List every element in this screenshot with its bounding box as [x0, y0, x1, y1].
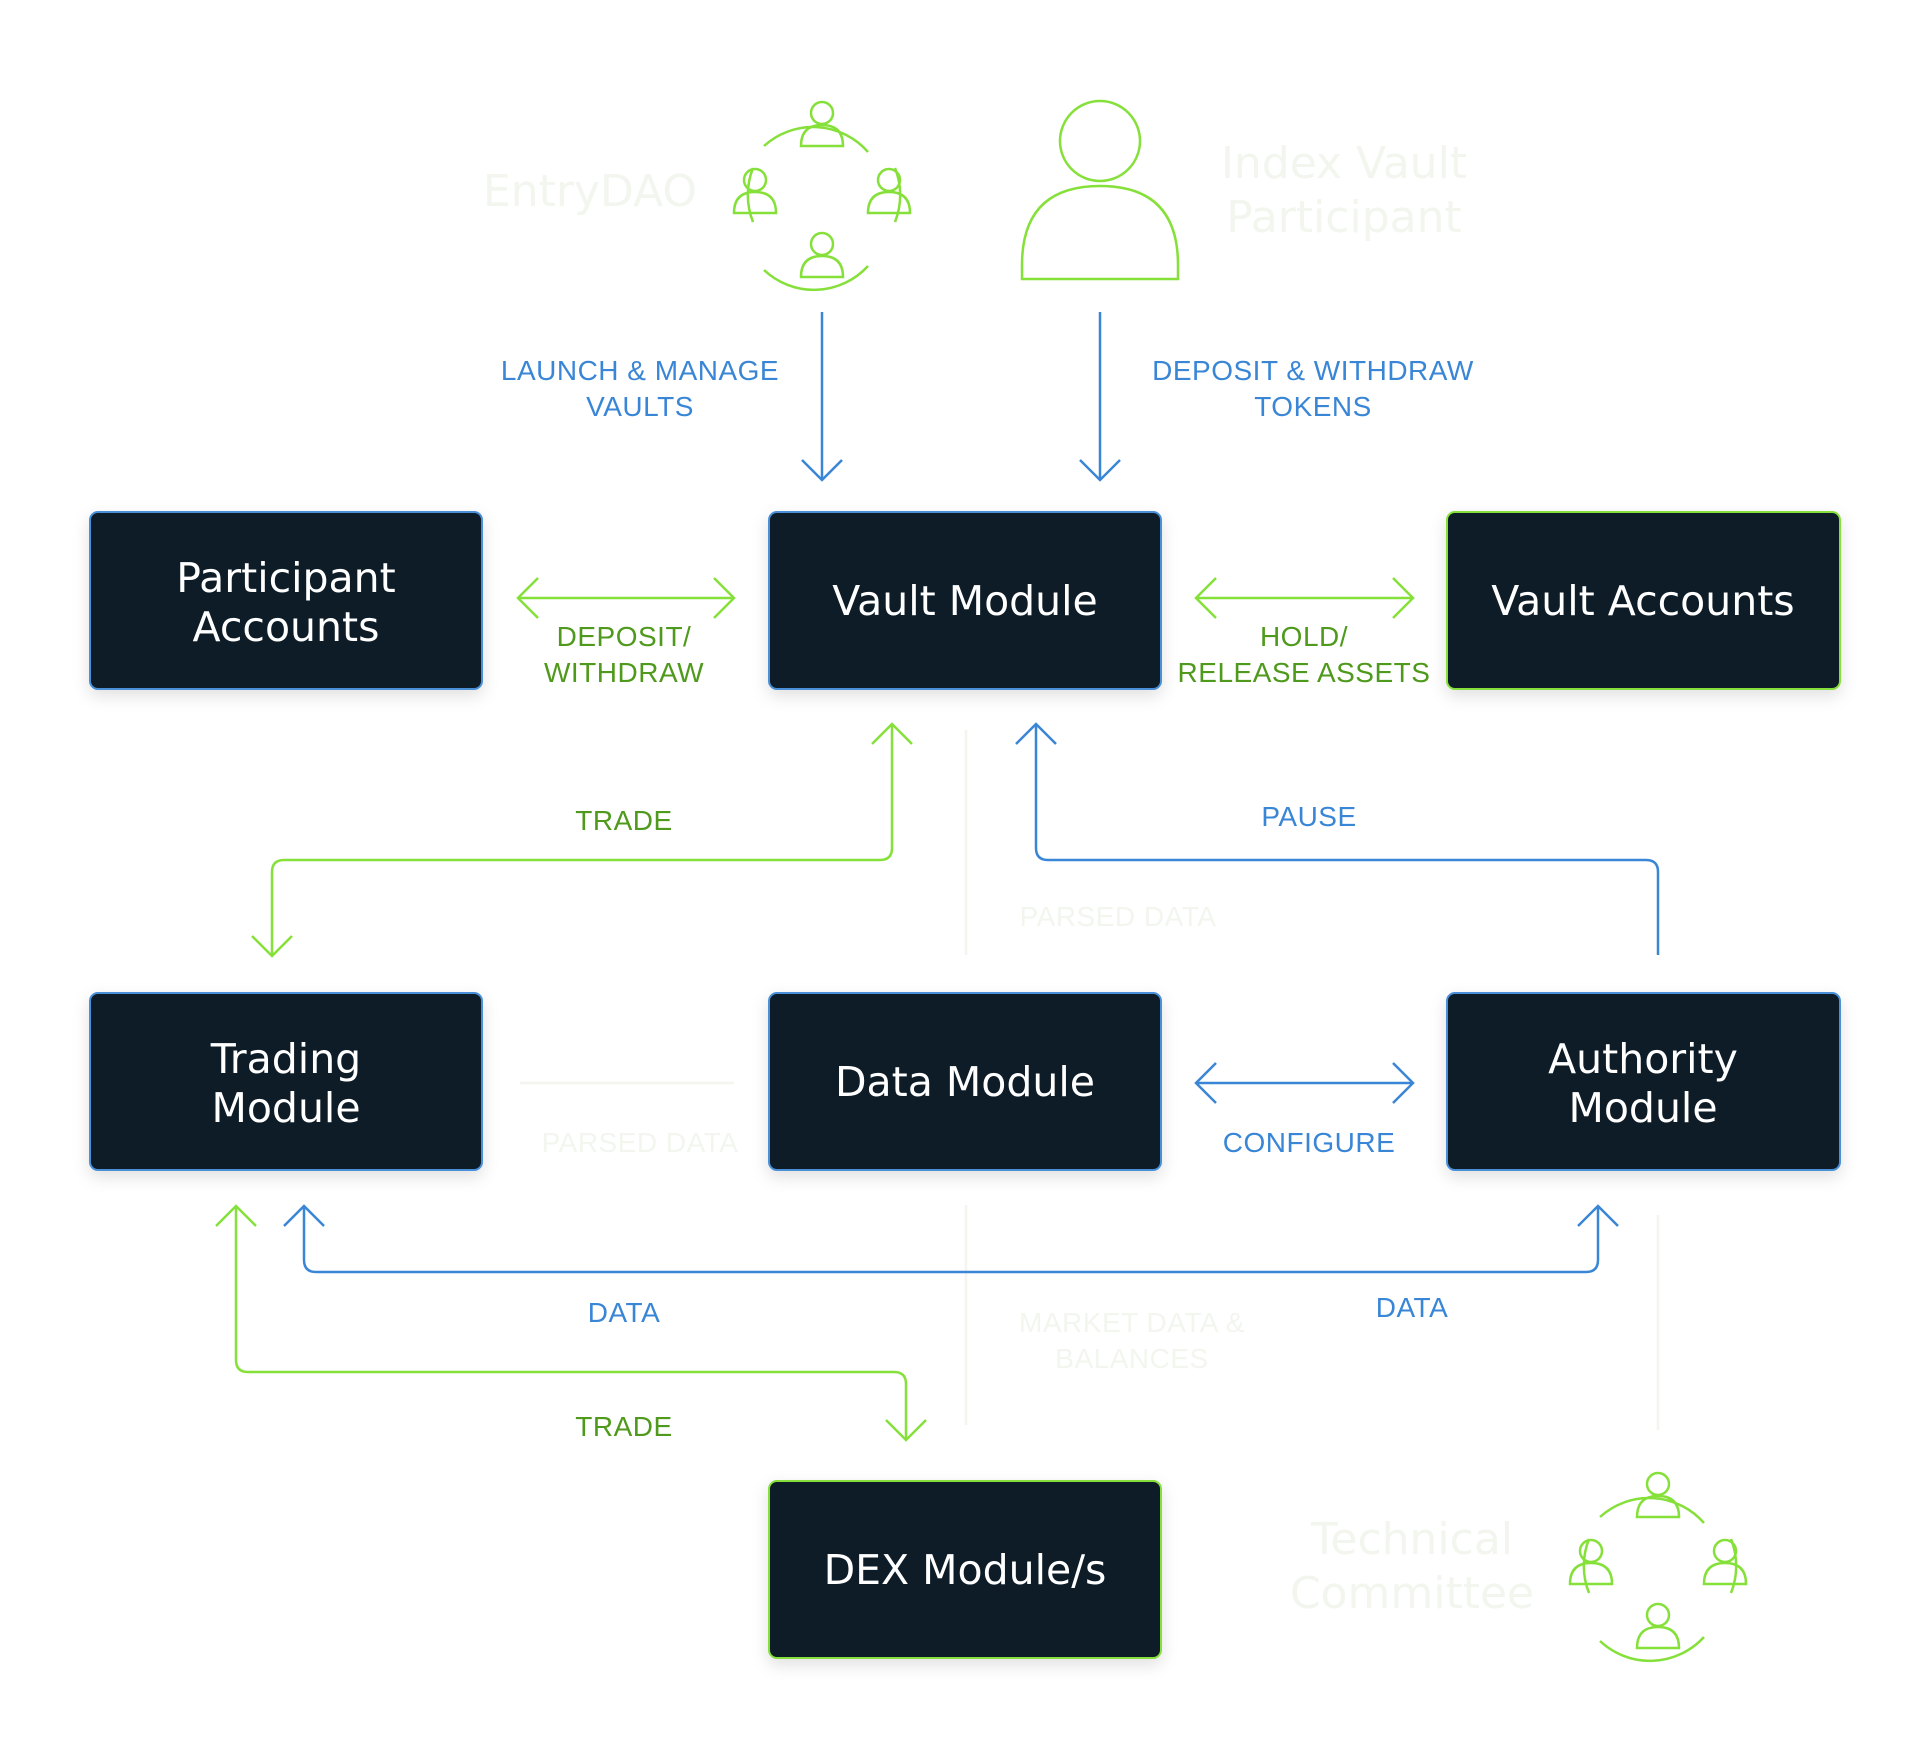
launch-manage-label-line1: LAUNCH & MANAGE [501, 355, 779, 386]
participant-accounts-label-line1: Participant [176, 554, 395, 602]
deposit-withdraw-tokens-arrow [1079, 312, 1121, 482]
trade-top-label: TRADE [575, 805, 672, 836]
deposit-withdraw-tokens-label-line1: DEPOSIT & WITHDRAW [1152, 355, 1474, 386]
participant-accounts-box[interactable]: Participant Accounts [89, 511, 483, 690]
entrydao-actor: EntryDAO [483, 100, 912, 292]
trading-module-label-line2: Module [211, 1084, 360, 1132]
hold-release-label-line1: HOLD/ [1260, 621, 1348, 652]
data-right-label: DATA [1376, 1292, 1449, 1323]
trade-bottom-arrow [215, 1204, 927, 1442]
configure-label: CONFIGURE [1223, 1127, 1396, 1158]
parsed-data-vault-label: PARSED DATA [1020, 901, 1217, 932]
vault-module-label: Vault Module [832, 577, 1098, 625]
dex-module-label: DEX Module/s [824, 1546, 1107, 1594]
participant-label-line1: Index Vault [1221, 138, 1467, 189]
vault-accounts-label: Vault Accounts [1491, 577, 1794, 625]
deposit-withdraw-label-line1: DEPOSIT/ [557, 621, 692, 652]
person-icon [1020, 99, 1180, 281]
trade-top-arrow [251, 722, 913, 958]
trade-bottom-label: TRADE [575, 1411, 672, 1442]
market-data-label-line1: MARKET DATA & [1019, 1307, 1245, 1338]
pause-label: PAUSE [1261, 801, 1356, 832]
data-module-box[interactable]: Data Module [768, 992, 1162, 1171]
deposit-withdraw-tokens-label-line2: TOKENS [1254, 391, 1372, 422]
launch-manage-label-line2: VAULTS [586, 391, 694, 422]
hold-release-arrow [1194, 577, 1415, 619]
participant-label-line2: Participant [1226, 192, 1462, 243]
launch-manage-arrow [801, 312, 843, 482]
parsed-data-trading-label: PARSED DATA [542, 1127, 739, 1158]
trading-module-label-line1: Trading [210, 1035, 361, 1083]
dex-module-box[interactable]: DEX Module/s [768, 1480, 1162, 1659]
configure-arrow [1194, 1062, 1415, 1104]
data-arrow [283, 1204, 1619, 1274]
technical-committee-actor: Technical Committee [1290, 1471, 1748, 1663]
participant-actor: Index Vault Participant [1020, 99, 1467, 281]
data-module-label: Data Module [835, 1058, 1095, 1106]
vault-accounts-box[interactable]: Vault Accounts [1446, 511, 1841, 690]
entrydao-label: EntryDAO [483, 166, 697, 217]
pause-arrow [1015, 722, 1660, 955]
authority-module-label-line2: Module [1568, 1084, 1717, 1132]
technical-committee-label-line2: Committee [1290, 1568, 1534, 1619]
vault-module-box[interactable]: Vault Module [768, 511, 1162, 690]
data-left-label: DATA [588, 1297, 661, 1328]
group-icon [732, 100, 912, 292]
group-icon [1568, 1471, 1748, 1663]
trading-module-box[interactable]: Trading Module [89, 992, 483, 1171]
hold-release-label-line2: RELEASE ASSETS [1178, 657, 1431, 688]
authority-module-label-line1: Authority [1548, 1035, 1738, 1083]
technical-committee-label-line1: Technical [1310, 1514, 1513, 1565]
market-data-label-line2: BALANCES [1055, 1343, 1208, 1374]
authority-module-box[interactable]: Authority Module [1446, 992, 1841, 1171]
deposit-withdraw-label-line2: WITHDRAW [544, 657, 704, 688]
deposit-withdraw-arrow [516, 577, 736, 619]
participant-accounts-label-line2: Accounts [193, 603, 380, 651]
faint-connectors [520, 730, 1660, 1430]
